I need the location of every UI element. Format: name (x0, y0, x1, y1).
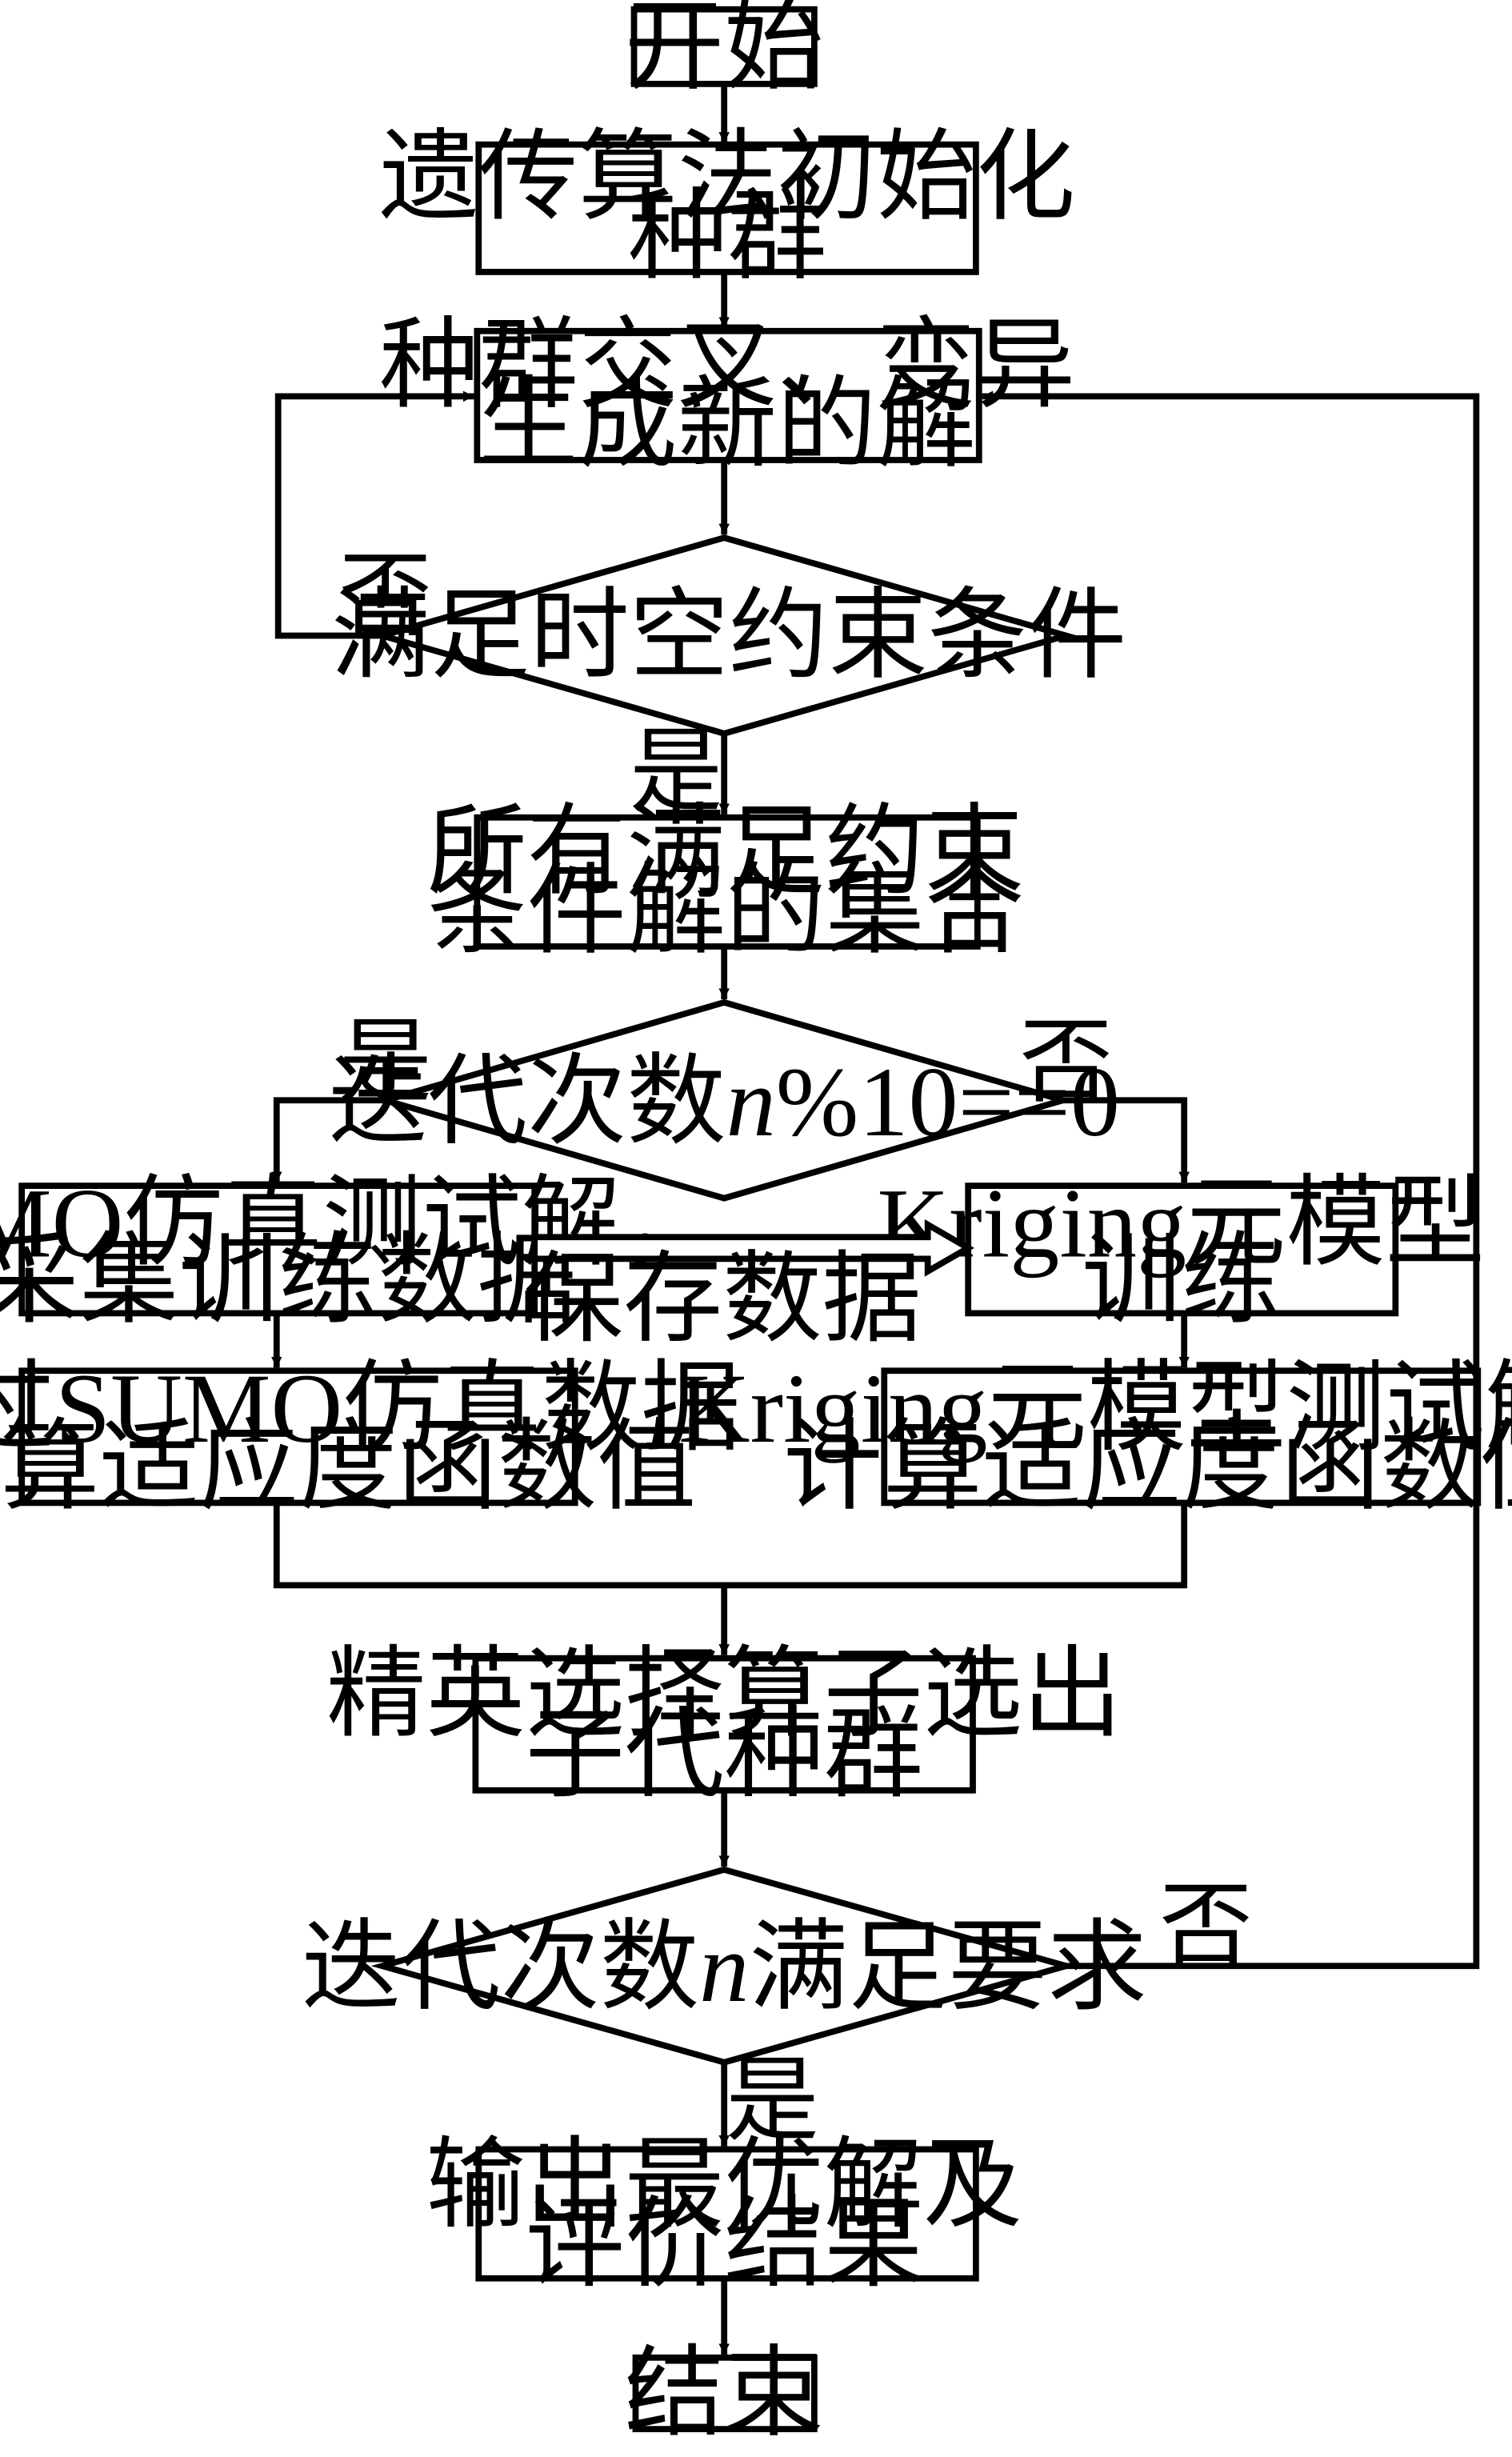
constraint-yes-label: 是 (630, 721, 723, 824)
crossover-line1: 种群交叉、变异 (379, 310, 1075, 420)
sumo-fitness-line1: 通过SUMO仿真数据 (0, 1353, 741, 1463)
elite-selection-box: 精英选择算子选出 子代种群 (326, 1639, 1122, 1810)
sumo-test-box: SUMO仿真测试解， 采集训练数据 (0, 1168, 720, 1336)
feasible-line1: 所有满足约束 (427, 796, 1024, 906)
stop-no-label: 否 (1159, 1875, 1253, 1979)
constraint-check-diamond: 满足时空约束条件 (331, 534, 1127, 737)
init-population-box: 遗传算法初始化 种群 (379, 122, 1075, 291)
iteration-check-prefix: 迭代次数 (328, 1046, 726, 1157)
branch-iteration-yes (270, 1097, 386, 1183)
end-label: 结束 (625, 2338, 824, 2448)
loop-stop-no (982, 390, 1480, 1970)
branch-iteration-no (1062, 1097, 1190, 1183)
iteration-check-diamond: 迭代次数n%10==0 (328, 998, 1120, 1202)
elite-line1: 精英选择算子选出 (326, 1639, 1122, 1749)
output-line1: 输出最优解及 (426, 2130, 1022, 2240)
iteration-yes-label: 是 (338, 1011, 432, 1114)
sumo-fitness-box: 通过SUMO仿真数据 计算适应度函数值 (0, 1353, 741, 1523)
feasible-set-box: 所有满足约束 条件解的集合 (427, 796, 1024, 966)
kriging-train-box: Kriging元模型 训练 (877, 1168, 1485, 1336)
iteration-check-suffix: %10==0 (776, 1046, 1120, 1157)
constraint-check-label: 满足时空约束条件 (331, 580, 1127, 690)
stop-check-var: n (699, 1912, 749, 2023)
kriging-fitness-line2: 计算适应度函数值 (783, 1412, 1512, 1523)
iteration-check-var: n (726, 1046, 776, 1157)
iteration-check-label: 迭代次数n%10==0 (328, 1046, 1120, 1157)
end-node: 结束 (625, 2338, 824, 2448)
save-data-label: 保存数据 (524, 1244, 922, 1355)
kriging-fitness-line1: Kriging元模型测试解， (678, 1353, 1512, 1463)
sumo-fitness-line2: 计算适应度函数值 (0, 1412, 696, 1523)
output-result-box: 输出最优解及 评价结果 (426, 2130, 1022, 2299)
save-data-arrow (531, 1218, 974, 1277)
stop-yes-label: 是 (726, 2050, 819, 2153)
sumo-test-line2: 采集训练数据 (0, 1226, 577, 1336)
merge-line (273, 1503, 1188, 1589)
stop-check-diamond: 迭代次数n满足要求 (302, 1866, 1147, 2066)
loop-constraint-no (274, 390, 474, 639)
iteration-no-label: 否 (1019, 1011, 1113, 1114)
kriging-train-line1: Kriging元模型 (877, 1168, 1485, 1279)
stop-check-label: 迭代次数n满足要求 (302, 1912, 1147, 2023)
stop-check-prefix: 迭代次数 (302, 1912, 699, 2023)
crossover-mutation-box: 种群交叉、变异 生成新的解 (379, 310, 1075, 479)
constraint-no-label: 否 (338, 545, 432, 648)
init-line1: 遗传算法初始化 (379, 122, 1075, 232)
kriging-fitness-box: Kriging元模型测试解， 计算适应度函数值 (678, 1353, 1512, 1523)
